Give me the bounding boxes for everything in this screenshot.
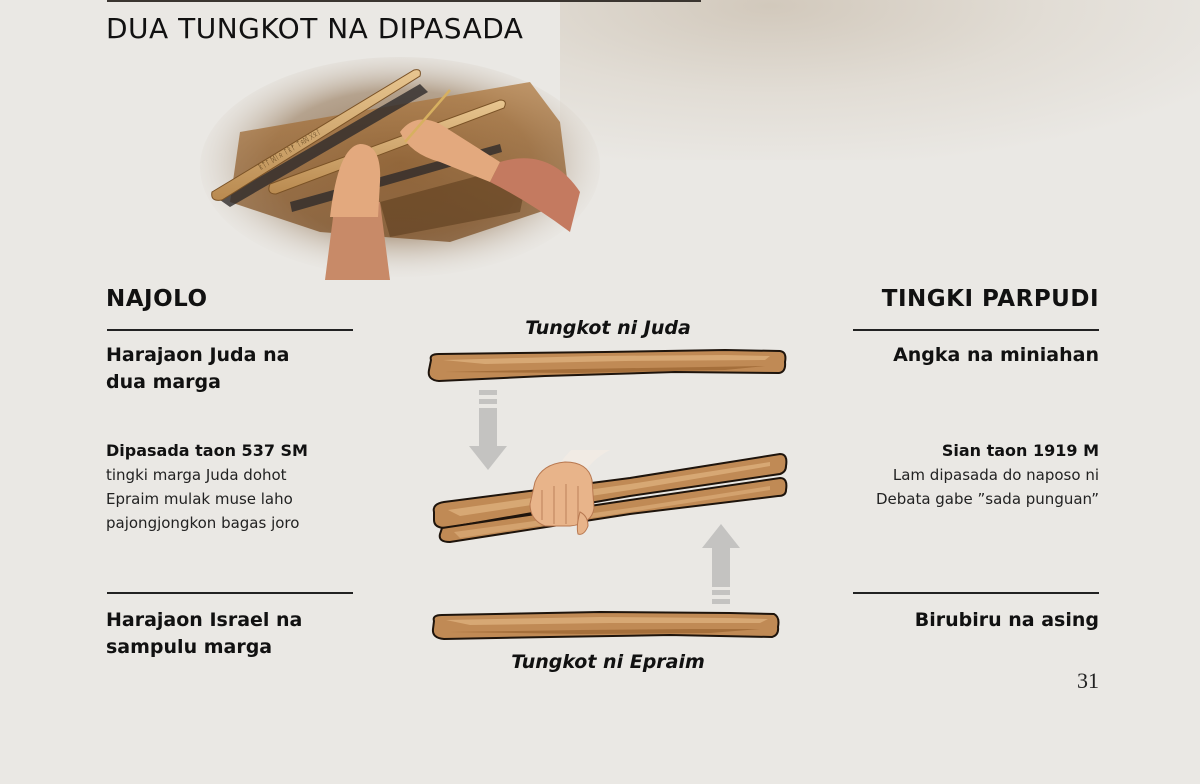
page-number: 31 [1077,668,1099,693]
right-event-line: Lam dipasada do naposo ni [892,466,1099,484]
left-divider-bottom [107,592,353,594]
illustration-writing-on-sticks: ᚱᛏᛚ ᛞᛁᛟ ᛚᚱᚠ ᛏᛟᛞ ᚷᛟᛚ [200,52,600,282]
arrow-up-icon [702,524,740,610]
title-top-rule [107,0,701,2]
ephraim-stick [430,609,782,647]
ephraim-stick-caption: Tungkot ni Epraim [511,651,705,673]
joined-sticks-in-hand [430,430,790,550]
left-top-label: Harajaon Juda na dua marga [106,342,366,396]
left-bottom-label-line2: sampulu marga [106,636,273,658]
right-event-title: Sian taon 1919 M [941,441,1099,460]
right-bottom-label: Birubiru na asing [914,609,1099,631]
left-event-line: pajongjongkon bagas joro [106,514,300,532]
page-title: DUA TUNGKOT NA DIPASADA [106,12,524,45]
right-event-line: Debata gabe ”sada punguan” [875,490,1099,508]
left-column-heading: NAJOLO [106,286,208,312]
left-bottom-label-line1: Harajaon Israel na [106,609,303,631]
judah-stick [425,346,787,390]
right-divider-bottom [853,592,1099,594]
arrow-down-icon [469,390,507,476]
judah-stick-caption: Tungkot ni Juda [525,317,691,339]
background-smudge [560,0,1200,160]
left-event-block: Dipasada taon 537 SM tingki marga Juda d… [106,439,406,535]
left-event-title: Dipasada taon 537 SM [106,441,308,460]
left-top-label-line2: dua marga [106,371,221,393]
left-top-label-line1: Harajaon Juda na [106,344,290,366]
left-bottom-label: Harajaon Israel na sampulu marga [106,607,366,661]
left-divider-top [107,329,353,331]
left-event-line: Epraim mulak muse laho [106,490,293,508]
right-event-block: Sian taon 1919 M Lam dipasada do naposo … [799,439,1099,511]
right-top-label: Angka na miniahan [893,344,1099,366]
right-divider-top [853,329,1099,331]
left-event-line: tingki marga Juda dohot [106,466,287,484]
right-column-heading: TINGKI PARPUDI [881,286,1099,312]
